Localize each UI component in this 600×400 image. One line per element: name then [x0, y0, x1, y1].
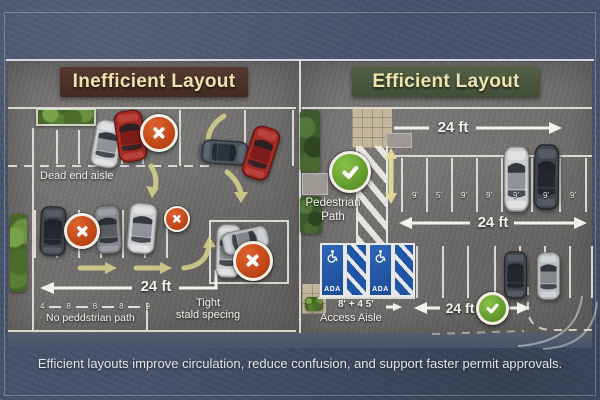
tick-value: 8 — [66, 302, 71, 311]
check-icon — [476, 292, 509, 325]
right-24ft-bottom-label: 24 ft — [445, 300, 475, 316]
car — [537, 252, 560, 300]
tick-dash — [128, 305, 141, 308]
concrete-pad — [302, 173, 328, 195]
road-strip — [8, 333, 592, 348]
efficient-title: Efficient Layout — [372, 71, 520, 92]
left-24ft-label: 24 ft — [140, 278, 172, 295]
tick-dash — [102, 305, 115, 308]
stall-width-label: 5' — [436, 191, 442, 200]
tick-value: 9 — [145, 302, 150, 311]
tight-stall-label-line2: stald specing — [175, 309, 241, 321]
stall-width-label: 9' — [461, 191, 467, 200]
check-icon — [329, 151, 371, 193]
stall-tick-row: 4 8 8 8 9 — [40, 301, 150, 312]
wheelchair-icon — [327, 250, 338, 263]
car — [126, 202, 158, 255]
trees-upper — [300, 110, 320, 172]
car — [534, 144, 559, 210]
stall-width-label: 9' — [412, 191, 418, 200]
trees-lower — [300, 196, 322, 234]
tick-value: 4 — [40, 302, 45, 311]
error-x-icon — [64, 213, 100, 249]
panel-top-line — [6, 59, 594, 61]
tight-stall-label: Tight stald specing — [168, 297, 248, 321]
pedestrian-path-label-line1: Pedestrian — [305, 197, 361, 209]
header-efficient: Efficient Layout — [352, 67, 540, 97]
stall-width-label: 9' — [570, 191, 576, 200]
pedestrian-path-label-line2: Path — [321, 211, 345, 223]
ada-stall-1: ADA — [320, 243, 345, 297]
error-x-icon — [164, 206, 190, 232]
tick-dash — [49, 305, 62, 308]
side-hedge — [10, 214, 27, 292]
tight-stall-label-line1: Tight — [195, 297, 221, 309]
dead-end-aisle-label: Dead end aisle — [40, 170, 114, 182]
access-aisle-dims-label: 8' + 4 5' — [338, 299, 374, 310]
stall-width-label: 9' — [543, 191, 549, 200]
access-aisle-hatch-2 — [393, 243, 415, 297]
tick-dash — [75, 305, 88, 308]
planter-hedge — [36, 108, 96, 126]
car — [504, 251, 527, 299]
sidewalk-pavers — [352, 109, 392, 148]
error-x-icon — [140, 114, 178, 152]
hedge-lower — [305, 297, 323, 311]
inefficient-title: Inefficient Layout — [72, 71, 236, 92]
caption-text: Efficient layouts improve circulation, r… — [37, 356, 563, 371]
ada-stall-label: ADA — [324, 286, 341, 293]
stall-width-label: 9' — [486, 191, 492, 200]
car — [504, 147, 529, 211]
right-24ft-mid-label: 24 ft — [477, 214, 509, 231]
error-x-icon — [233, 241, 273, 281]
ada-stall-label: ADA — [372, 286, 389, 293]
access-aisle-hatch — [345, 243, 368, 297]
stall-width-label: 9' — [513, 191, 519, 200]
tick-value: 8 — [119, 302, 124, 311]
pedestrian-path-label: Pedestrian Path — [300, 196, 366, 224]
no-pedestrian-path-label: No peddstrian path — [46, 312, 135, 324]
right-24ft-top-label: 24 ft — [437, 119, 469, 136]
access-aisle-label: Access Aisle — [320, 312, 382, 324]
wheelchair-icon — [375, 250, 386, 263]
curb-pad — [386, 133, 412, 148]
ada-stall-2: ADA — [368, 243, 393, 297]
tick-value: 8 — [92, 302, 98, 311]
header-inefficient: Inefficient Layout — [60, 67, 248, 97]
